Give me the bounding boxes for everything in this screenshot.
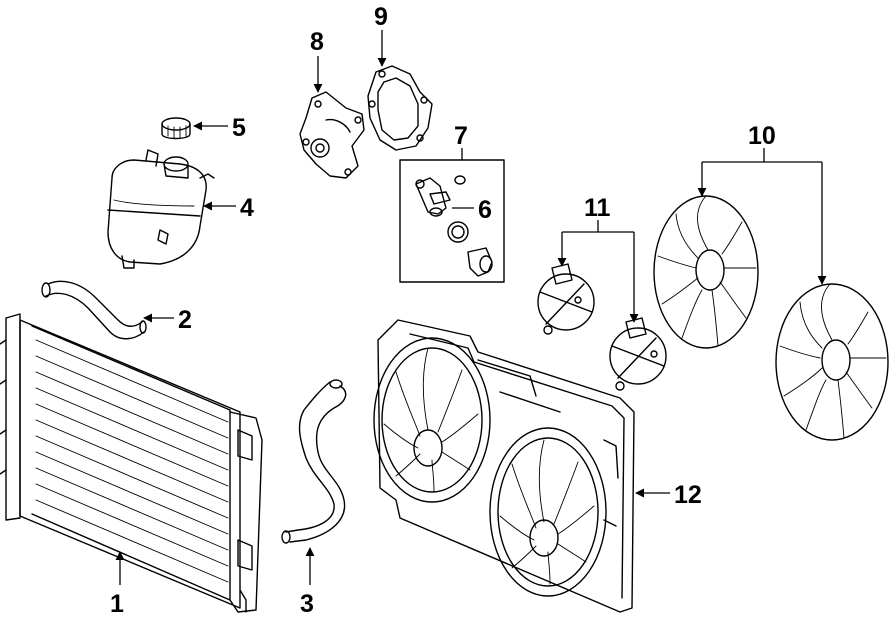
thermostat-kit-part[interactable] [399,159,505,283]
callout-6: 6 [478,196,492,224]
fan-blade-part[interactable] [653,195,759,349]
leader-lines [115,30,827,585]
callout-1: 1 [110,590,124,618]
thermostat-part[interactable] [415,175,469,243]
coolant-reservoir-part[interactable] [107,149,215,269]
callout-10: 10 [748,122,776,150]
callout-labels: 1 2 3 4 5 6 7 8 9 10 11 12 [110,3,776,618]
fan-motor-part[interactable] [537,263,595,335]
radiator-part[interactable] [0,313,263,613]
fan-shroud-assembly-part[interactable] [373,319,635,613]
callout-9: 9 [374,3,388,31]
callout-12: 12 [674,481,702,509]
water-pump-part[interactable] [299,91,365,179]
fan-blade-part[interactable] [775,283,889,441]
callout-5: 5 [232,114,246,142]
callout-3: 3 [300,590,314,618]
upper-radiator-hose-part[interactable] [41,280,147,340]
callout-7: 7 [454,122,468,150]
callout-4: 4 [240,194,254,222]
water-pump-gasket-part[interactable] [367,65,433,151]
callout-11: 11 [584,194,611,222]
callout-8: 8 [310,28,324,56]
fan-motor-part[interactable] [609,317,667,391]
lower-radiator-hose-part[interactable] [281,379,347,544]
reservoir-cap-part[interactable] [161,117,191,140]
callout-2: 2 [178,306,192,334]
